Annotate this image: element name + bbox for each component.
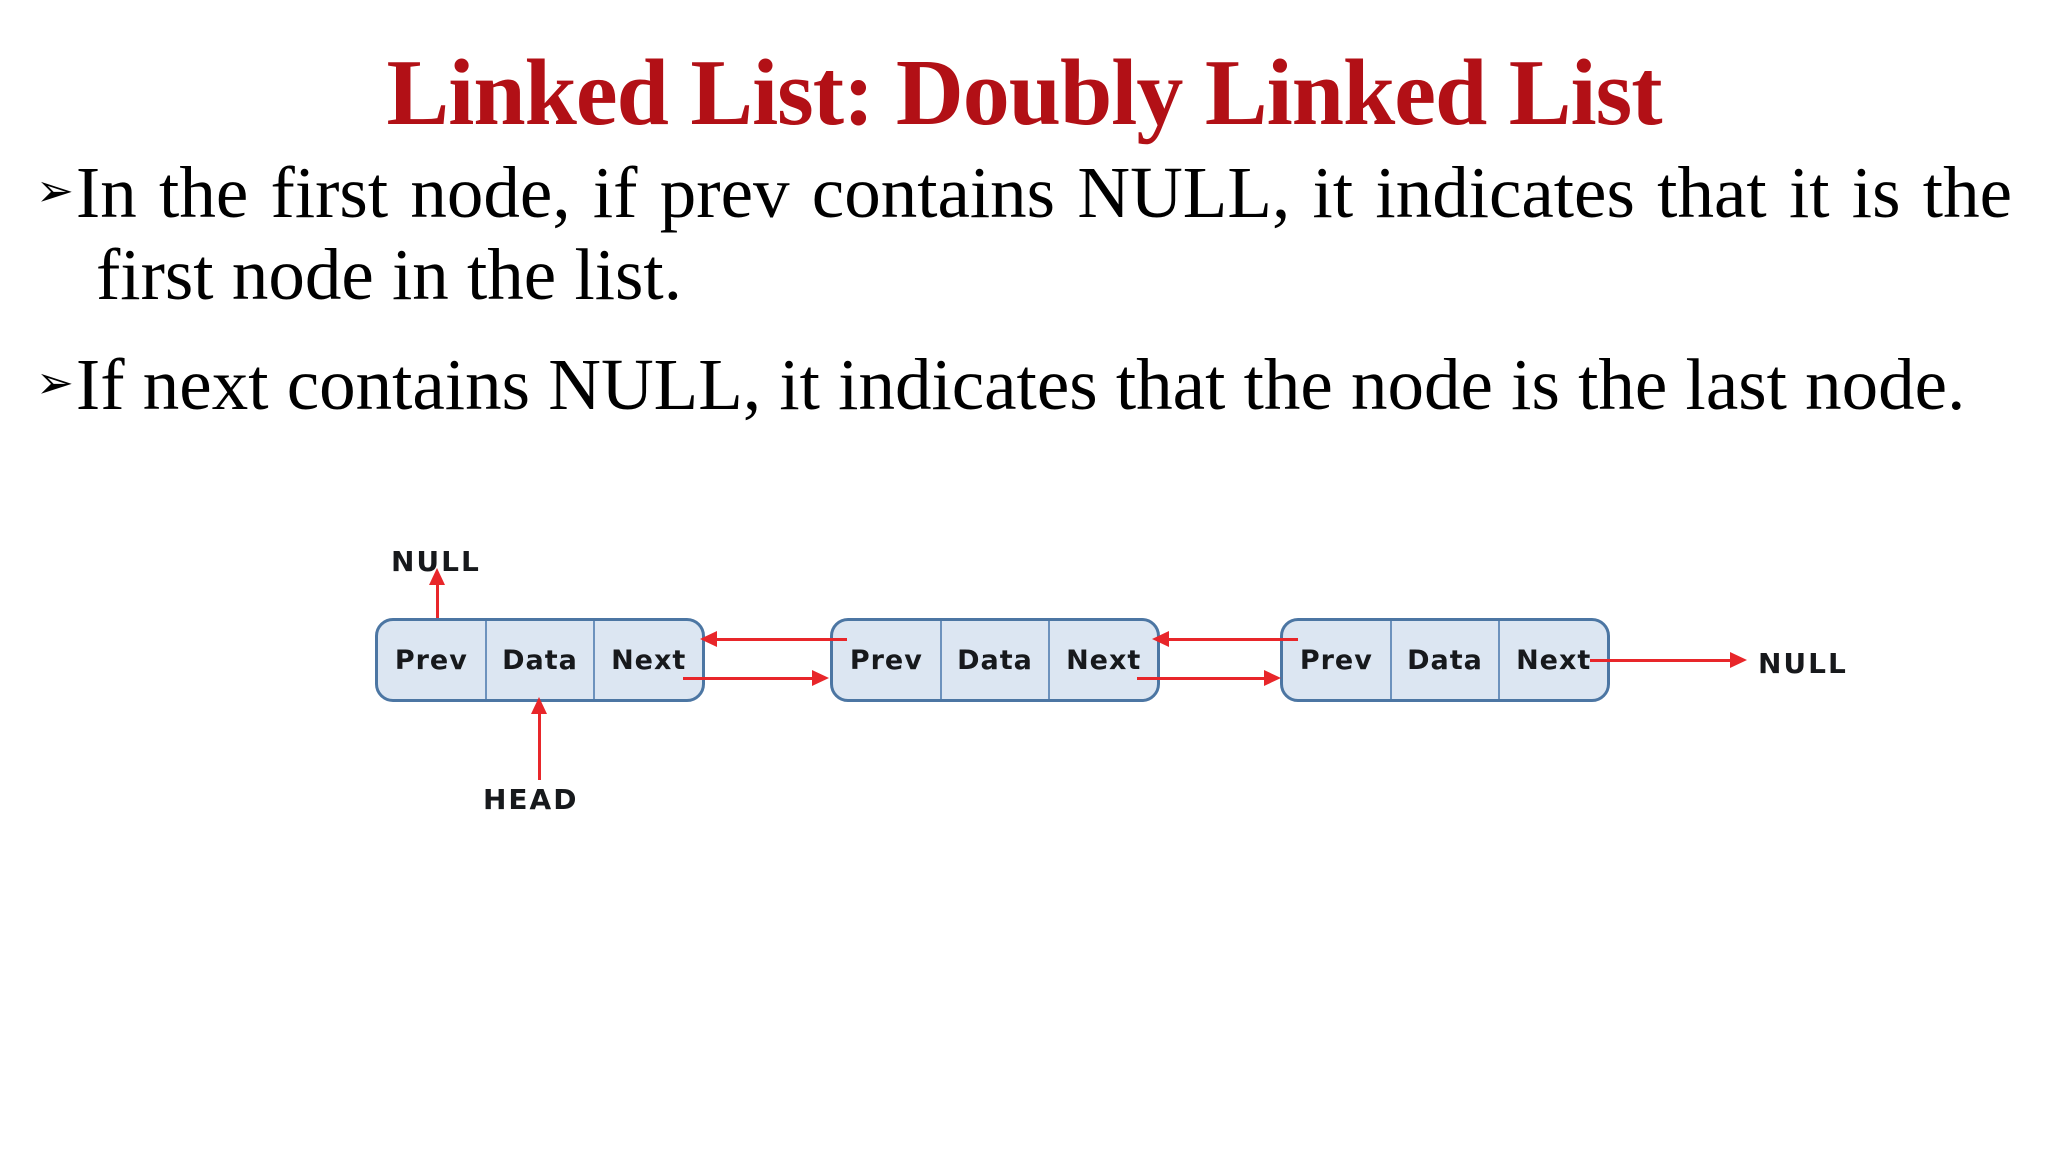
- head-arrow-line: [538, 712, 541, 780]
- head-label: HEAD: [483, 783, 579, 816]
- node2-next-arrowhead-icon: [1264, 670, 1281, 686]
- list-node-2: Prev Data Next: [830, 618, 1160, 702]
- node1-next-arrow-line: [683, 677, 813, 680]
- node-1-data-cell: Data: [484, 621, 594, 699]
- list-node-3: Prev Data Next: [1280, 618, 1610, 702]
- node-3-prev-cell: Prev: [1299, 644, 1373, 676]
- arrowhead-bullet-icon: ➢: [36, 164, 74, 217]
- node-3-data-cell: Data: [1389, 621, 1499, 699]
- node2-next-arrow-line: [1137, 677, 1265, 680]
- node-2-prev-cell: Prev: [849, 644, 923, 676]
- node3-next-arrow-line: [1590, 659, 1730, 662]
- node-3-next-cell: Next: [1498, 621, 1607, 699]
- prev-null-arrow-line: [436, 583, 439, 633]
- node1-next-arrowhead-icon: [812, 670, 829, 686]
- bullet-item-2: ➢If next contains NULL, it indicates tha…: [36, 342, 2012, 426]
- null-label-right: NULL: [1758, 647, 1848, 680]
- bullet-1-line-2: first node in the list.: [96, 233, 682, 315]
- bullet-item-1: ➢In the first node, if prev contains NUL…: [36, 150, 2012, 316]
- bullet-1-line-1: ➢In the first node, if prev contains NUL…: [36, 150, 2012, 234]
- list-node-1: Prev Data Next: [375, 618, 705, 702]
- bullet-2-line-1: ➢If next contains NULL, it indicates tha…: [36, 342, 2012, 426]
- bullet-list: ➢In the first node, if prev contains NUL…: [36, 150, 2012, 452]
- arrowhead-bullet-icon: ➢: [36, 355, 74, 409]
- node3-prev-arrow-line: [1167, 638, 1298, 641]
- node-1-prev-cell: Prev: [394, 644, 468, 676]
- node-1-next-cell: Next: [593, 621, 702, 699]
- prev-null-arrowhead-icon: [429, 568, 445, 585]
- head-arrowhead-icon: [531, 697, 547, 714]
- node-2-data-cell: Data: [939, 621, 1049, 699]
- node-2-next-cell: Next: [1048, 621, 1157, 699]
- page-title: Linked List: Doubly Linked List: [386, 41, 1663, 145]
- bullet-2-text-1: If next contains NULL, it indicates that…: [75, 343, 1966, 425]
- bullet-1-text-1: In the first node, if prev contains NULL…: [75, 151, 2012, 233]
- node3-next-arrowhead-icon: [1730, 652, 1747, 668]
- node3-prev-arrowhead-icon: [1152, 631, 1169, 647]
- node2-prev-arrow-line: [715, 638, 847, 641]
- node2-prev-arrowhead-icon: [700, 631, 717, 647]
